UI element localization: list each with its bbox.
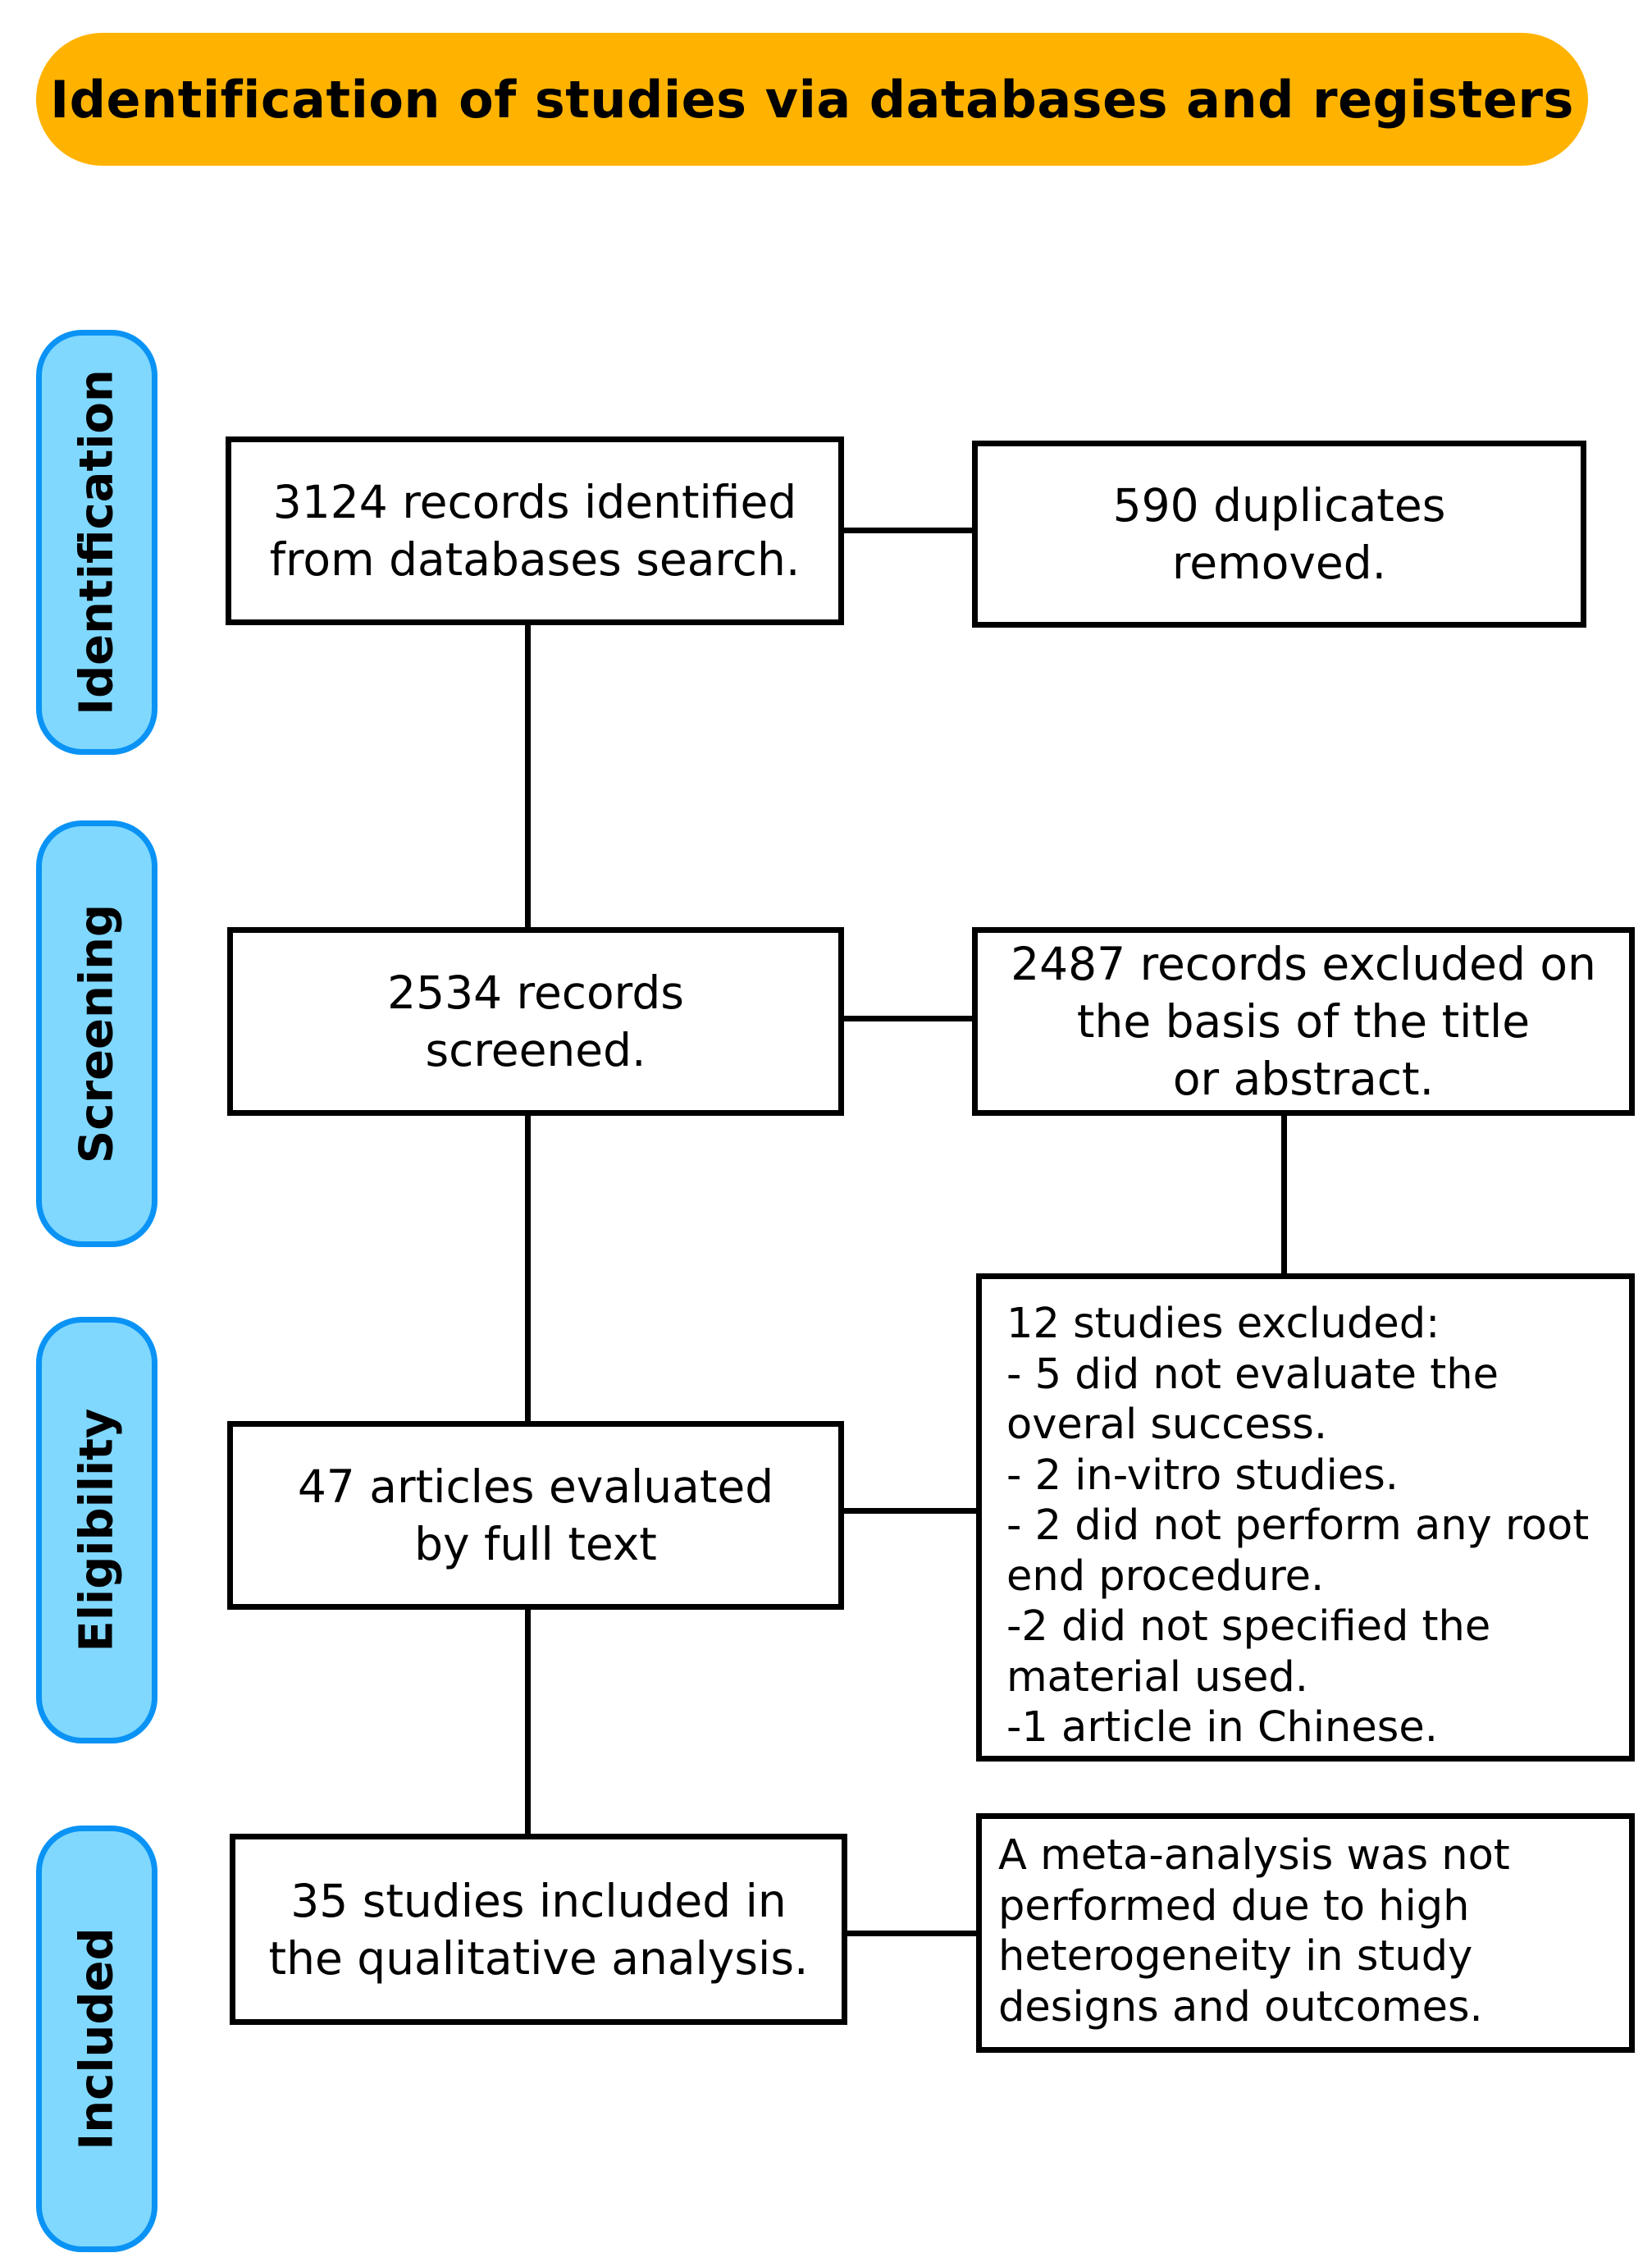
phase-label: Identification — [70, 369, 124, 715]
connector-line — [841, 1016, 976, 1021]
phase-identification: Identification — [36, 330, 157, 755]
phase-label: Screening — [70, 903, 124, 1164]
connector-line — [841, 528, 976, 533]
phase-label: Included — [70, 1927, 124, 2150]
connector-line — [841, 1508, 980, 1514]
excluded-title-box: 2487 records excluded on the basis of th… — [972, 927, 1635, 1116]
full-text-box: 47 articles evaluated by full text — [227, 1421, 844, 1610]
connector-line — [1281, 1112, 1287, 1276]
title-text: Identification of studies via databases … — [50, 69, 1574, 130]
phase-screening: Screening — [36, 820, 157, 1247]
title-banner: Identification of studies via databases … — [36, 33, 1588, 166]
phase-label: Eligibility — [70, 1408, 124, 1652]
included-box: 35 studies included in the qualitative a… — [230, 1834, 847, 2025]
screened-box: 2534 records screened. — [227, 927, 844, 1116]
phase-eligibility: Eligibility — [36, 1317, 157, 1743]
connector-line — [525, 624, 531, 931]
records-identified-box: 3124 records identified from databases s… — [226, 436, 844, 625]
connector-line — [525, 1112, 531, 1423]
duplicates-box: 590 duplicates removed. — [972, 441, 1586, 628]
phase-included: Included — [36, 1826, 157, 2252]
meta-analysis-box: A meta-analysis was not performed due to… — [976, 1813, 1635, 2053]
studies-excluded-box: 12 studies excluded: - 5 did not evaluat… — [976, 1273, 1635, 1762]
connector-line — [841, 1931, 980, 1936]
connector-line — [525, 1604, 531, 1838]
